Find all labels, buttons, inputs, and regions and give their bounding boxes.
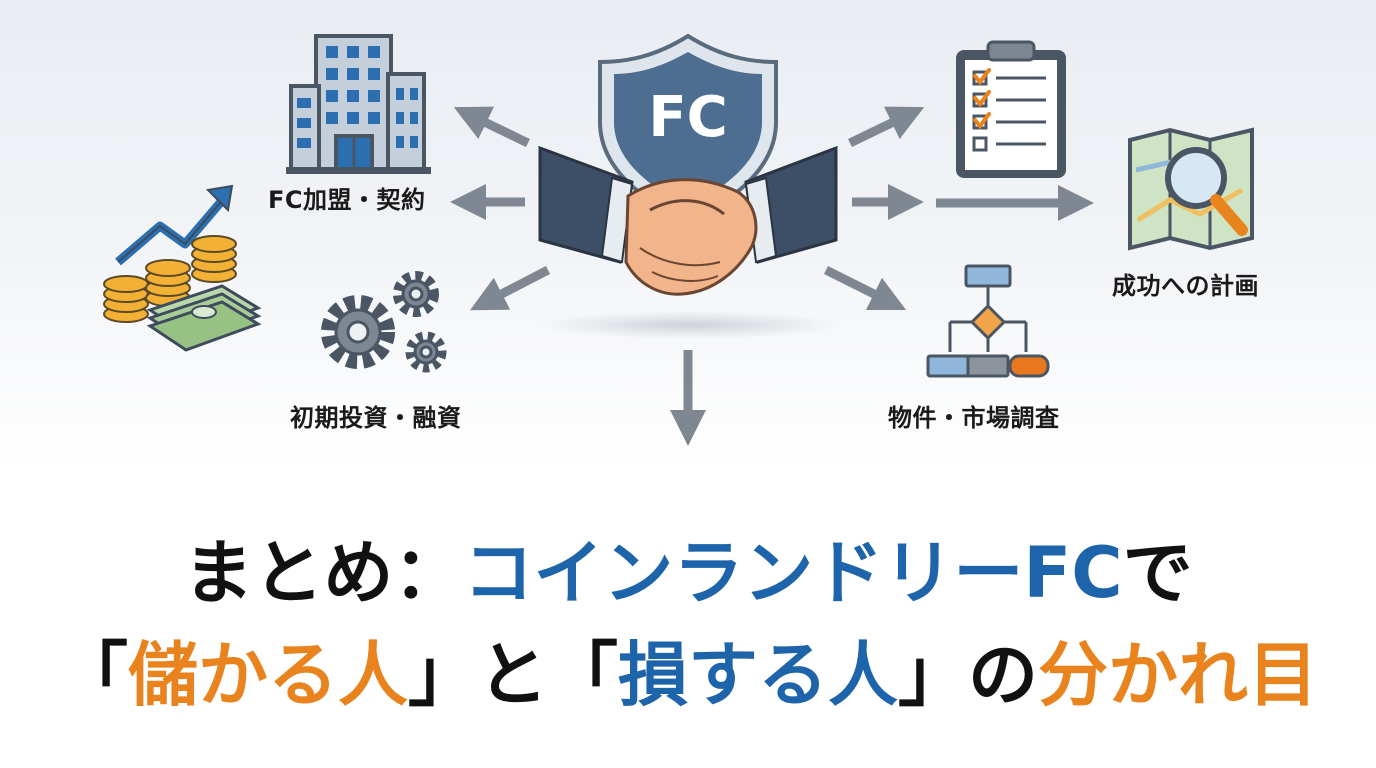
- headline-segment: 」と「: [408, 634, 618, 716]
- diagram-graphics: FC: [103, 33, 1254, 446]
- label-investment: 初期投資・融資: [290, 404, 462, 432]
- map-magnifier-icon: [1128, 127, 1254, 251]
- arrow-to-contract-top: [453, 106, 530, 148]
- headline-segment: まとめ：: [183, 532, 464, 614]
- arrow-to-investment: [470, 266, 551, 311]
- headline-segment: 「: [58, 634, 128, 716]
- arrow-to-survey: [823, 265, 907, 311]
- shield-icon: [598, 33, 778, 225]
- cash-stack-icon: [146, 284, 262, 352]
- shield-badge-text: FC: [648, 85, 727, 150]
- label-contract: FC加盟・契約: [268, 186, 426, 214]
- headline-segment: 損する人: [618, 634, 898, 716]
- headline-line-2: 「儲かる人」と「損する人」の分かれ目: [0, 640, 1376, 710]
- label-survey: 物件・市場調査: [888, 404, 1060, 432]
- label-plan: 成功への計画: [1112, 272, 1259, 300]
- headline-line-1: まとめ：コインランドリーFCで: [0, 538, 1376, 608]
- flow-arrows: [450, 106, 1094, 446]
- growth-chart-icon: [115, 184, 234, 266]
- headline-segment: で: [1122, 532, 1193, 614]
- fc-diagram: FC FC加盟・契約 初期投資・融資 物件・市場調査 成功への計画: [0, 0, 1376, 468]
- headline-segment: 儲かる人: [128, 634, 408, 716]
- clipboard-checklist-icon: [956, 40, 1066, 178]
- headline-segment: 分かれ目: [1038, 634, 1318, 716]
- handshake-shadow: [540, 311, 840, 339]
- headline-segment: 」の: [898, 634, 1038, 716]
- gears-icon: [321, 271, 447, 373]
- flowchart-icon: [926, 264, 1050, 378]
- coins-icon: [103, 235, 237, 323]
- handshake-icon: [538, 145, 838, 296]
- arrow-to-checklist: [848, 106, 925, 148]
- headline-segment: コインランドリーFC: [463, 532, 1123, 614]
- office-building-icon: [286, 34, 431, 174]
